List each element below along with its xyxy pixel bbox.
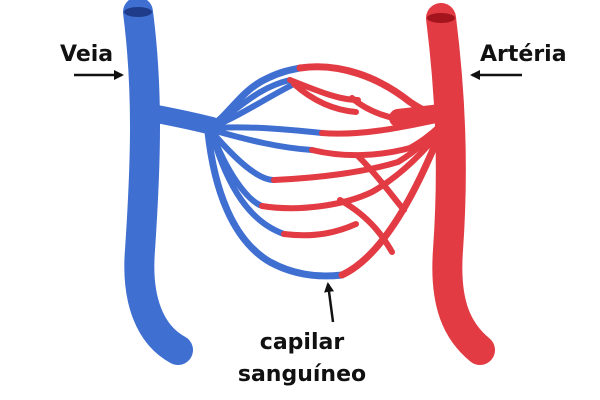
vein-vessel	[123, 0, 221, 365]
capillary-arterial-2	[291, 81, 359, 115]
artery-label: Artéria	[480, 42, 567, 67]
capillary-arterial-6	[259, 121, 449, 212]
artery-vessel	[389, 3, 495, 365]
vein-opening	[124, 7, 152, 17]
vein-trunk	[123, 0, 193, 365]
capillary-bed	[204, 63, 450, 280]
artery-trunk	[426, 3, 495, 365]
capillary-venous-3	[209, 124, 325, 136]
capillary-arterial-7	[281, 221, 359, 239]
capillary-arterial-5	[271, 119, 449, 183]
vein-label: Veia	[60, 42, 113, 67]
capillary-arterial-outer-lower	[338, 116, 449, 279]
capillary-venous-5	[209, 129, 277, 183]
capillary-arterial-outer-upper	[296, 63, 450, 121]
capillary-label-line2: sanguíneo	[238, 362, 366, 387]
capillary-venous-4	[209, 127, 315, 153]
capillary-arterial-9	[349, 95, 421, 125]
capillary-arterial-8	[337, 197, 395, 255]
capillary-label-line1: capilar	[260, 330, 345, 355]
artery-opening	[427, 13, 455, 23]
capillary-arterial-10	[355, 153, 407, 213]
capillary-arterial-3	[319, 115, 449, 137]
vein-junction	[137, 103, 221, 135]
capillary-venous-2	[209, 81, 297, 130]
capillary-venous-7	[209, 131, 287, 237]
capillary-arrow	[324, 282, 335, 323]
capillary-venous-outer-lower	[204, 128, 346, 280]
